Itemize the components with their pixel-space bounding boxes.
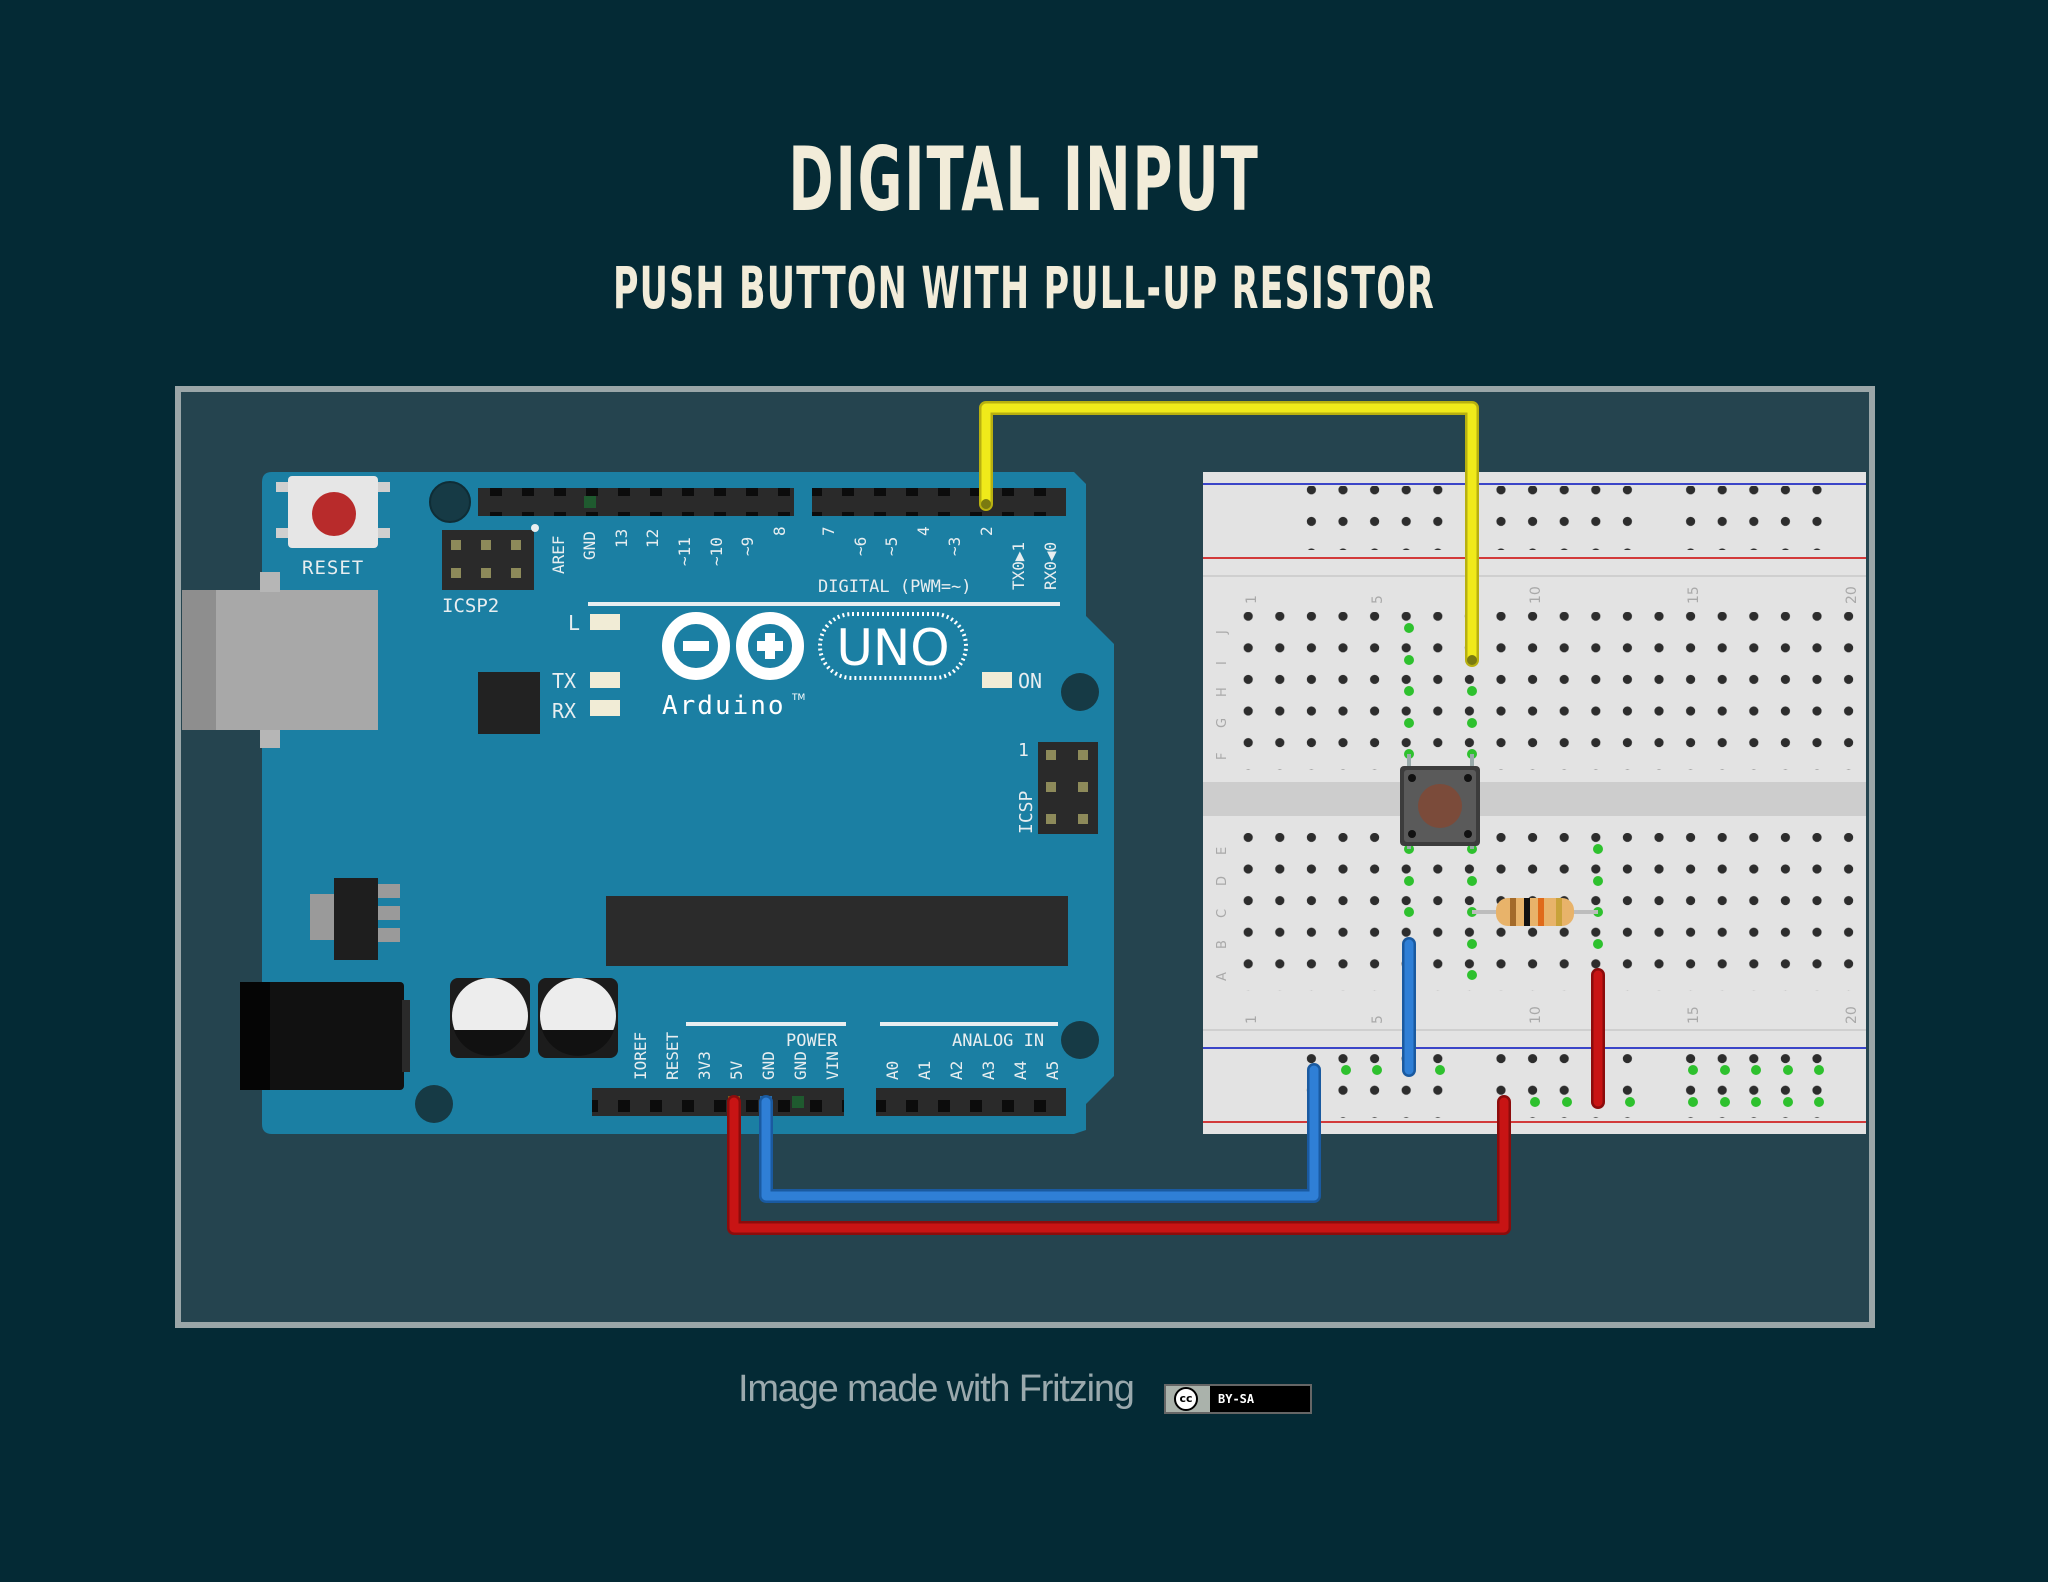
pin-label-12: 12 [643,529,662,548]
pin-label-4: 4 [914,526,933,536]
pin-label-aref: AREF [549,535,568,574]
col-label-10-bottom: 10 [1528,1006,1544,1024]
pin-label-a1: A1 [915,1061,934,1080]
icsp2-label: ICSP2 [442,595,499,617]
microcontroller [606,896,1068,966]
pin-label-9: ~9 [738,537,757,556]
led-on [982,672,1012,688]
col-label-5: 5 [1370,595,1386,604]
mounting-hole [1061,673,1099,711]
arduino-uno-board: RESET ICSP2 AREF GND 13 12 ~11 ~10 ~9 8 … [182,472,1114,1134]
page-subtitle: PUSH BUTTON WITH PULL-UP RESISTOR [612,254,1436,322]
led-on-label: ON [1018,669,1042,693]
reset-button [276,476,390,548]
pin-label-8: 8 [770,526,789,536]
pin-label-a4: A4 [1011,1061,1030,1080]
pin-label-reset: RESET [663,1031,682,1080]
row-label-e: E [1215,847,1230,855]
usb-chip [478,672,540,734]
pin-label-gnd: GND [580,531,599,560]
pin-label-6: ~6 [851,537,870,556]
row-label-f: F [1215,753,1230,760]
mounting-hole [1061,1021,1099,1059]
led-tx [590,672,620,688]
power-jack [240,982,404,1090]
license-text: BY-SA [1210,1386,1310,1412]
col-label-20: 20 [1844,586,1860,604]
icsp-pin1-label: 1 [1018,740,1029,761]
row-label-g: G [1215,718,1230,728]
voltage-regulator [310,894,336,940]
power-header [592,1088,844,1116]
icsp2-header [442,530,534,590]
page-title: DIGITAL INPUT [788,128,1260,231]
led-rx-label: RX [552,699,576,723]
analog-header [876,1088,1066,1116]
col-label-15: 15 [1686,586,1702,604]
col-label-1-bottom: 1 [1244,1015,1260,1024]
power-label: POWER [786,1031,838,1051]
digital-label: DIGITAL (PWM=~) [818,577,972,597]
terminal-strip-top [1236,612,1868,770]
analog-label: ANALOG IN [952,1031,1044,1051]
led-l [590,614,620,630]
pin-label-tx1: TX0▶1 [1009,542,1028,590]
capacitor [450,978,530,1058]
pin-label-11: ~11 [675,537,694,566]
pin-label-ioref: IOREF [631,1032,650,1080]
power-rail-top [1298,486,1836,550]
row-label-i: I [1215,661,1230,665]
col-label-10: 10 [1528,586,1544,604]
mounting-hole [429,481,471,523]
pin-label-gnd2: GND [791,1051,810,1080]
row-label-c: C [1215,909,1230,918]
resistor [1472,898,1598,926]
pin-label-3: ~3 [945,537,964,556]
row-label-a: A [1215,972,1230,981]
led-rx [590,700,620,716]
capacitor [538,978,618,1058]
uno-badge [818,612,968,680]
uno-text: UNO [836,619,949,677]
pin-label-a2: A2 [947,1061,966,1080]
pin-label-rx0: RX0◀0 [1041,542,1060,590]
led-l-label: L [568,611,580,635]
pin-label-5v: 5V [727,1060,746,1080]
pin-label-7: 7 [819,526,838,536]
row-label-j: J [1215,630,1230,635]
pin-label-2: 2 [977,526,996,536]
row-label-b: B [1215,940,1230,949]
cc-icon: cc [1174,1387,1198,1411]
col-label-5-bottom: 5 [1370,1015,1386,1024]
reset-label: RESET [302,557,364,579]
pin-label-13: 13 [612,529,631,548]
mounting-hole [415,1085,453,1123]
icsp-label: ICSP [1016,790,1037,834]
pin-label-5: ~5 [882,537,901,556]
pin-label-vin: VIN [823,1051,842,1080]
breadboard: J I H G F E D C B A 1 5 10 15 20 1 5 10 … [1203,472,1868,1134]
credit-text: Image made with Fritzing [738,1368,1135,1410]
digital-header-left [478,488,794,516]
col-label-15-bottom: 15 [1686,1006,1702,1024]
pin-label-a3: A3 [979,1061,998,1080]
pin-label-gnd1: GND [759,1051,778,1080]
cc-license-badge: cc BY-SA [1164,1384,1312,1414]
digital-header-right [812,488,1066,516]
led-tx-label: TX [552,669,576,693]
power-rail-bottom [1298,1054,1836,1118]
arduino-brand: Arduino [662,691,786,721]
pin-label-3v3: 3V3 [695,1051,714,1080]
trademark: TM [791,693,805,703]
row-label-d: D [1215,876,1230,886]
push-button [1400,754,1480,849]
pin-label-a0: A0 [883,1061,902,1080]
col-label-20-bottom: 20 [1844,1006,1860,1024]
col-label-1: 1 [1244,595,1260,604]
pin-label-10: ~10 [707,537,726,566]
row-label-h: H [1215,687,1230,697]
arduino-logo [662,612,804,680]
pin-label-a5: A5 [1043,1061,1062,1080]
